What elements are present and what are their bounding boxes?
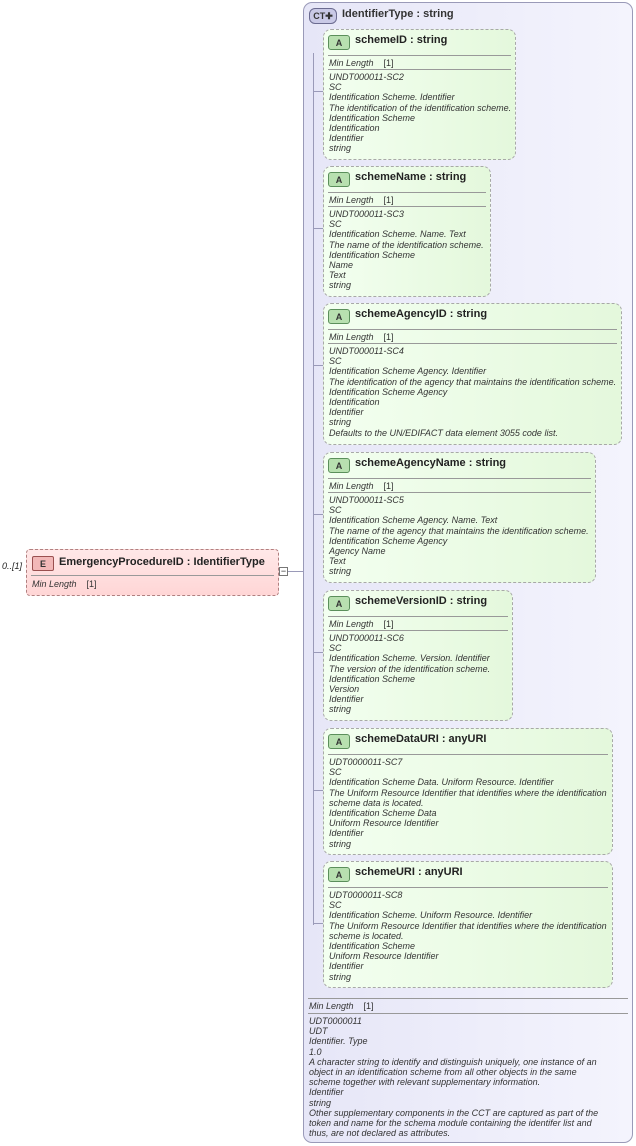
attribute-badge: A — [328, 458, 350, 473]
attribute-connector — [314, 514, 323, 515]
complex-type-divider — [308, 1013, 628, 1014]
attribute-connector — [314, 790, 323, 791]
element-type: IdentifierType — [193, 556, 265, 568]
element-title: EmergencyProcedureID : IdentifierType — [59, 556, 265, 568]
attribute-divider — [328, 616, 508, 617]
attribute-divider — [328, 69, 511, 70]
attribute-title: schemeID : string — [355, 34, 448, 46]
attribute-title: schemeDataURI : anyURI — [355, 733, 487, 745]
element-name: EmergencyProcedureID — [59, 556, 184, 568]
attribute-connector — [314, 91, 323, 92]
attribute-divider — [328, 630, 508, 631]
attribute-divider — [328, 478, 591, 479]
attribute-divider — [328, 887, 608, 888]
attribute-divider — [328, 343, 617, 344]
complex-type-doc: UDT0000011 UDT Identifier. Type 1.0 A ch… — [309, 1016, 599, 1139]
attribute-badge: A — [328, 867, 350, 882]
attribute-title: schemeName : string — [355, 171, 467, 183]
multiplicity-label: 0..[1] — [2, 561, 23, 571]
attribute-title: schemeVersionID : string — [355, 595, 488, 607]
attribute-badge: A — [328, 734, 350, 749]
attribute-connector — [314, 365, 323, 366]
element-box[interactable]: E EmergencyProcedureID : IdentifierType … — [26, 549, 279, 596]
element-facet: Min Length[1] — [32, 579, 97, 589]
expand-plus-icon: ✚ — [325, 10, 333, 21]
attribute-divider — [328, 206, 486, 207]
attribute-facet: Min Length[1] — [329, 195, 394, 205]
attribute-facet: Min Length[1] — [329, 481, 394, 491]
element-badge: E — [32, 556, 54, 571]
attribute-facet: Min Length[1] — [329, 332, 394, 342]
connector-line — [288, 571, 303, 572]
element-divider — [31, 575, 274, 576]
attribute-tree-line — [313, 53, 314, 925]
complex-type-badge: CT✚ — [309, 8, 337, 24]
attribute-badge: A — [328, 35, 350, 50]
collapse-toggle-icon[interactable]: − — [279, 566, 288, 576]
complex-type-divider-top — [308, 998, 628, 999]
attribute-divider — [328, 329, 617, 330]
attribute-divider — [328, 55, 511, 56]
attribute-divider — [328, 492, 591, 493]
attribute-connector — [314, 228, 323, 229]
attribute-connector — [314, 652, 323, 653]
attribute-title: schemeURI : anyURI — [355, 866, 463, 878]
attribute-connector — [314, 923, 323, 924]
attribute-badge: A — [328, 172, 350, 187]
attribute-title: schemeAgencyName : string — [355, 457, 507, 469]
attribute-divider — [328, 754, 608, 755]
attribute-badge: A — [328, 309, 350, 324]
attribute-facet: Min Length[1] — [329, 619, 394, 629]
attribute-facet: Min Length[1] — [329, 58, 394, 68]
attribute-badge: A — [328, 596, 350, 611]
attribute-divider — [328, 192, 486, 193]
complex-type-title: IdentifierType : string — [342, 8, 454, 20]
complex-type-facet: Min Length[1] — [309, 1001, 374, 1011]
attribute-title: schemeAgencyID : string — [355, 308, 488, 320]
